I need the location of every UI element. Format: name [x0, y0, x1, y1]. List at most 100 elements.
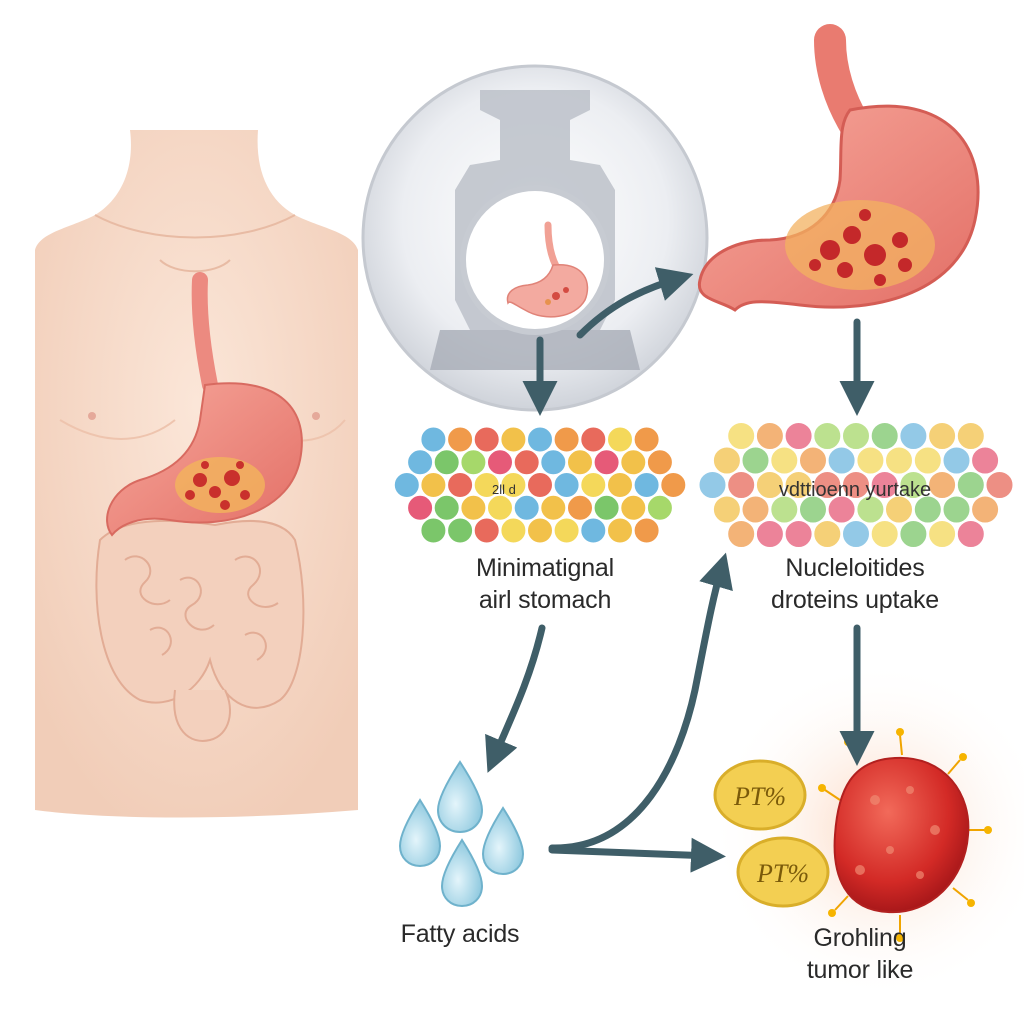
nutrient-ball [406, 448, 435, 477]
nutrient-ball [419, 471, 448, 499]
nutrient-cluster-left [392, 425, 688, 545]
nutrient-ball [539, 493, 568, 522]
nutrient-ball [459, 448, 488, 477]
nutrient-ball [512, 493, 541, 522]
nutrient-ball [432, 448, 461, 477]
nutrient-ball [606, 471, 634, 499]
nutrient-ball [726, 519, 757, 549]
nutrient-ball [552, 516, 581, 545]
nutrient-ball [552, 425, 581, 454]
nutrient-ball [754, 421, 785, 451]
nutrient-ball [711, 445, 742, 476]
label-mri-line1: Minimatignal [476, 554, 614, 582]
nutrient-ball [526, 471, 554, 499]
mri-stomach [506, 221, 589, 318]
growing-tumor [710, 660, 1024, 1000]
nutrient-ball [552, 471, 581, 499]
nutrient-ball [645, 448, 674, 477]
nutrient-ball [955, 470, 986, 500]
nutrient-cluster-right [697, 421, 1015, 549]
label-fatty-acids: Fatty acids [360, 918, 560, 950]
large-stomach [697, 24, 980, 312]
nutrient-ball [619, 448, 648, 477]
intestines [95, 519, 305, 742]
torso-stomach [106, 272, 303, 537]
arrow-fatty-to-tumor [548, 837, 726, 873]
nutrient-ball [645, 493, 674, 522]
nutrient-badge-top: PT% [713, 759, 807, 831]
nutrient-ball [855, 445, 886, 476]
nutrient-ball [812, 519, 843, 549]
nutrient-ball [927, 519, 958, 549]
nutrient-ball [869, 421, 900, 451]
nutrient-ball [472, 425, 501, 454]
nutrient-ball [406, 493, 435, 522]
nutrient-ball [486, 493, 514, 522]
nutrient-ball [579, 516, 608, 545]
nutrient-ball [955, 421, 986, 451]
nutrient-ball [884, 445, 914, 476]
nutrient-ball [955, 519, 986, 549]
nutrient-ball [526, 425, 554, 454]
nutrient-ball [566, 493, 594, 522]
nutrient-ball [726, 421, 757, 451]
mri-scanner [361, 64, 709, 412]
nutrient-ball [632, 425, 661, 454]
nutrient-ball [592, 493, 621, 522]
nutrient-ball [632, 516, 661, 545]
nutrient-ball [941, 445, 972, 476]
label-nucleotides-line1: Nucleloitides [785, 554, 925, 582]
nutrient-ball [659, 471, 688, 499]
nutrient-ball [898, 519, 929, 549]
nutrient-ball [841, 519, 871, 549]
nutrient-ball [869, 519, 900, 549]
nutrient-ball [740, 445, 771, 476]
arrow-mri-to-stomach [576, 267, 694, 339]
nutrient-ball [606, 425, 634, 454]
label-nucleotides: Nucleloitides droteins uptake [740, 552, 970, 616]
nutrient-ball [632, 471, 661, 499]
flow-arrows [485, 267, 875, 873]
nutrient-ball [499, 425, 528, 454]
arrow-fatty-up [548, 552, 733, 852]
nutrient-ball [941, 494, 972, 525]
nutrient-ball [697, 470, 728, 500]
label-mri: Minimatignal airl stomach [430, 552, 660, 616]
nutrient-ball [927, 470, 958, 500]
nutrient-ball [606, 516, 634, 545]
nutrient-ball [769, 445, 800, 476]
nutrient-ball [579, 471, 608, 499]
nutrient-ball [432, 493, 461, 522]
label-tumor: Grohling tumor like [760, 922, 960, 986]
label-fatty-line1: Fatty acids [400, 920, 520, 948]
nutrient-ball [419, 425, 448, 454]
nutrient-ball [783, 421, 814, 451]
nutrient-ball [812, 421, 843, 451]
nutrient-ball [459, 493, 488, 522]
nutrient-ball [726, 470, 757, 500]
nutrient-ball [826, 445, 857, 476]
cluster-right-overlay: vdttioenn yurtake [779, 479, 931, 501]
badge-top-text: PT% [733, 782, 786, 811]
nutrient-ball [472, 516, 501, 545]
nutrient-ball [539, 448, 568, 477]
nutrient-ball [984, 470, 1015, 500]
torso-illustration [35, 130, 358, 818]
nutrient-ball [579, 425, 608, 454]
nutrient-badge-bottom: PT% [736, 836, 830, 908]
arrow-left-to-fatty [485, 624, 546, 773]
nutrient-ball [419, 516, 448, 545]
label-mri-line2: airl stomach [478, 586, 612, 614]
badge-bottom-text: PT% [756, 859, 809, 888]
nutrient-ball [392, 471, 421, 499]
nutrient-ball [912, 445, 943, 476]
nutrient-ball [898, 421, 929, 451]
label-tumor-line1: Grohling [813, 924, 907, 952]
fatty-acid-droplets [398, 760, 525, 908]
nutrient-ball [512, 448, 541, 477]
label-tumor-line2: tumor like [806, 956, 914, 984]
nutrient-ball [619, 493, 648, 522]
nutrient-ball [970, 445, 1001, 476]
nutrient-ball [566, 448, 594, 477]
